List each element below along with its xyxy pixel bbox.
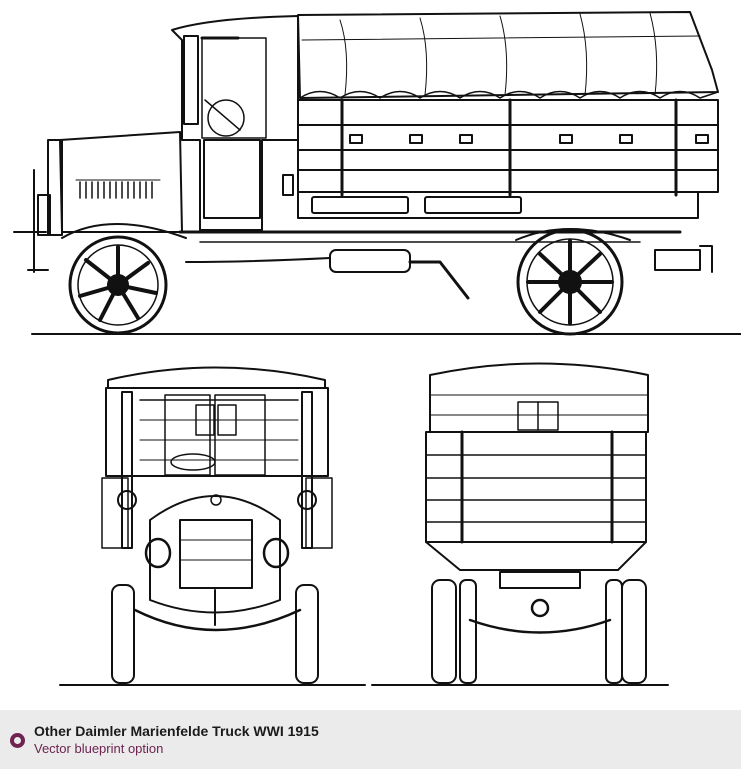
caption-bar[interactable]: Other Daimler Marienfelde Truck WWI 1915… <box>0 710 741 769</box>
blueprint-drawing <box>13 11 741 686</box>
front-view <box>59 366 366 686</box>
radio-circle-icon[interactable] <box>10 733 25 748</box>
rear-wheel <box>516 228 624 336</box>
front-wheel <box>68 235 168 335</box>
caption-subtitle[interactable]: Vector blueprint option <box>34 741 164 756</box>
rear-view <box>371 362 669 686</box>
caption-title[interactable]: Other Daimler Marienfelde Truck WWI 1915 <box>34 723 319 739</box>
side-view <box>13 11 741 336</box>
